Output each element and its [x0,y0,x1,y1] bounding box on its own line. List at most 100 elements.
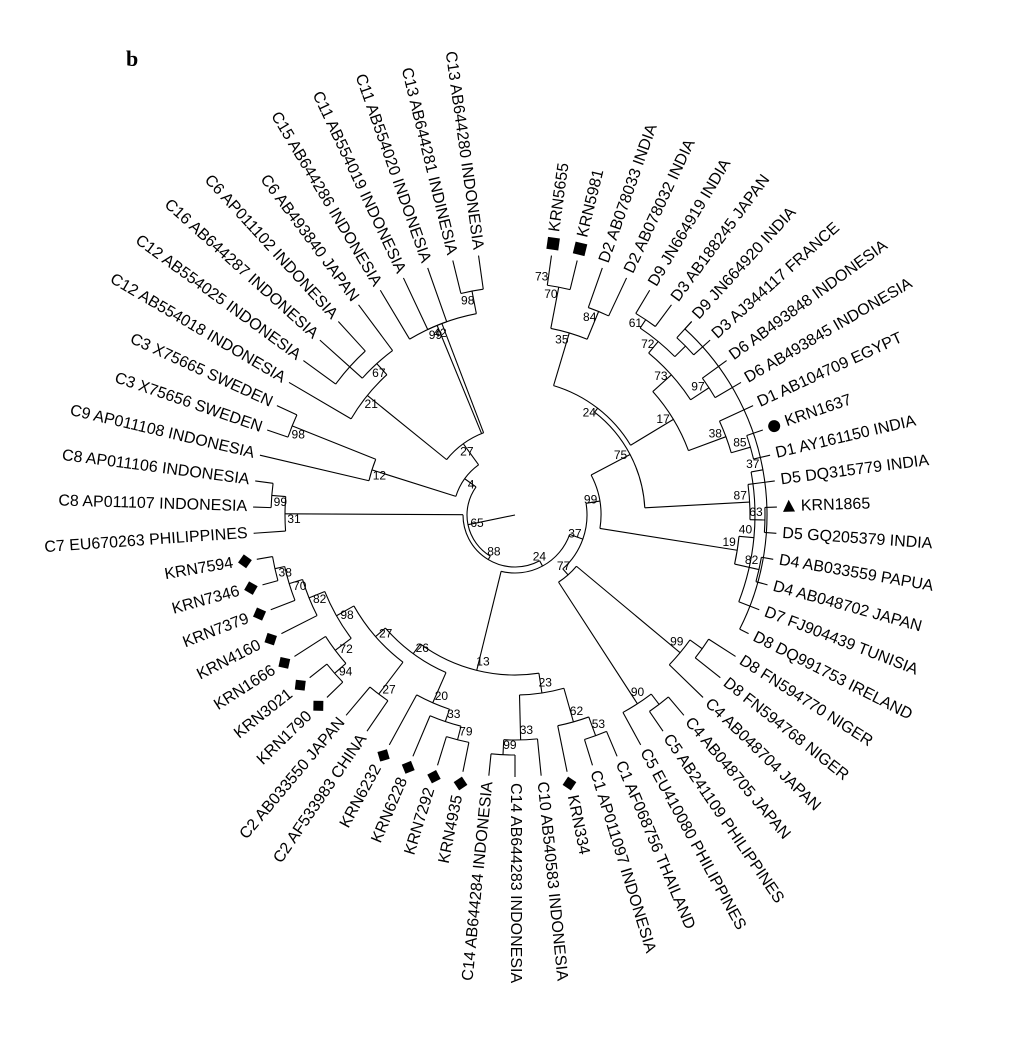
clade-arc [588,307,609,317]
triangle-marker-icon [783,499,796,512]
clade-arc [429,715,462,727]
clade-arc [746,435,755,460]
bootstrap-value: 38 [279,565,293,579]
bootstrap-value: 82 [745,553,759,567]
bootstrap-value: 17 [656,412,670,426]
leaf-branch [319,339,351,368]
leaf-branch [676,321,693,339]
clade-arc [500,534,571,574]
leaf-branch [427,267,448,322]
internal-branch [586,311,600,340]
internal-branch [650,693,660,705]
bootstrap-value: 73 [654,369,668,383]
leaf-branch [667,696,685,716]
clade-arc [460,288,484,295]
bootstrap-value: 33 [447,707,461,721]
clade-arc [718,420,732,453]
internal-branch [457,726,462,740]
internal-branch [464,478,477,488]
leaf-branch [337,321,366,352]
leaf-branch [649,711,664,732]
internal-branch [689,639,703,650]
clade-arc [284,496,287,532]
internal-branch [585,500,600,504]
bootstrap-value: 40 [739,523,753,537]
bootstrap-value: 75 [614,448,628,462]
leaf-branch [587,267,603,308]
bootstrap-value: 4 [468,477,475,491]
bootstrap-value: 73 [535,270,549,284]
clade-arc [557,716,589,727]
bootstrap-value: 99 [429,328,443,342]
leaf-branch [622,712,642,746]
internal-branch [688,436,727,452]
leaf-branch [266,429,289,438]
leaf-label: KRN1865 [801,495,871,514]
bootstrap-value: 26 [416,641,430,655]
leaf-branch [608,277,628,317]
bootstrap-value: 99 [584,493,598,507]
internal-branch [594,407,599,413]
internal-branch [644,501,750,509]
diamond-marker-icon [244,581,258,595]
internal-branch [648,341,659,354]
leaf-branch [253,530,286,534]
leaf-branch [477,255,484,290]
leaf-branch [714,381,742,399]
bootstrap-value: 63 [749,505,763,519]
leaf-branch [388,694,418,746]
internal-branch [271,494,286,498]
bootstrap-value: 98 [461,293,475,307]
diamond-marker-icon [264,632,277,646]
clade-arc [676,337,695,356]
internal-branch [599,527,738,551]
internal-branch [371,469,457,497]
bootstrap-value: 90 [631,685,645,699]
internal-branch [462,443,480,466]
bootstrap-value: 99 [274,495,288,509]
diamond-marker-icon [377,749,390,762]
clade-arc [335,350,366,385]
internal-branch [731,446,751,454]
internal-branch [674,345,686,358]
internal-branch [349,366,363,379]
clade-arc [550,327,588,340]
bootstrap-value: 42 [433,326,447,340]
bootstrap-value: 82 [313,592,327,606]
internal-branch [375,627,386,637]
clade-arc [594,411,646,508]
bootstrap-value: 24 [583,405,597,419]
internal-branch [558,581,638,705]
bootstrap-value: 70 [544,287,558,301]
bootstrap-value: 70 [293,579,307,593]
diamond-marker-icon [313,700,324,711]
internal-branch [441,323,485,433]
internal-branch [569,533,584,540]
panel-label: b [126,46,138,71]
internal-branch [639,319,647,329]
internal-branch [487,555,491,560]
leaf-branch [436,736,447,766]
bootstrap-value: 77 [557,559,571,573]
leaf-branch [583,739,594,766]
leaf-branch [270,599,296,611]
bootstrap-value: 94 [339,664,353,678]
internal-branch [334,662,347,674]
leaf-branch [402,277,429,330]
clade-arc [427,321,447,331]
internal-branch [289,579,303,585]
bootstrap-values: 9842996721279812499313870829472982727793… [274,270,763,752]
internal-branch [308,591,326,599]
bootstrap-value: 21 [365,397,379,411]
clade-arc [639,327,676,358]
internal-branch [562,568,569,576]
internal-branch [285,513,464,516]
diamond-marker-icon [278,656,291,669]
internal-branch [432,672,447,704]
bootstrap-value: 84 [583,310,597,324]
leaf-branch [303,360,337,385]
leaf-branch [693,339,711,356]
